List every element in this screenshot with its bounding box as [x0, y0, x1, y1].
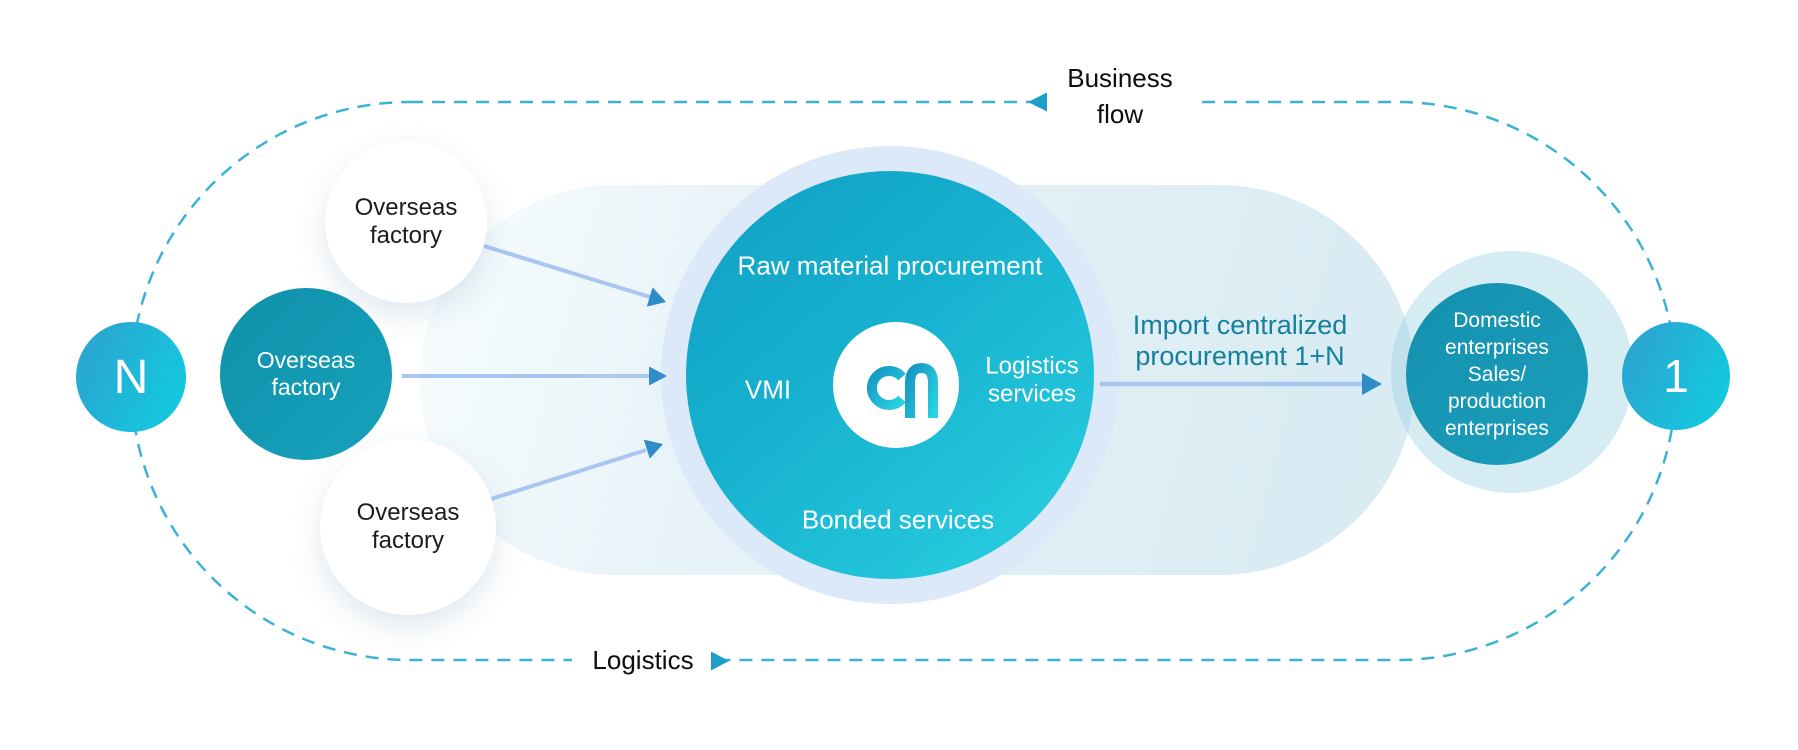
domestic-enterprises-label: Domestic enterprises Sales/ production e… [1445, 307, 1549, 442]
ea-logo-icon [867, 362, 938, 418]
business-flow-label: Business flow [1067, 63, 1173, 129]
ea-logo-badge [833, 322, 959, 448]
factory3-to-hub-arrowhead-icon [643, 439, 663, 459]
domestic-line-5: enterprises [1445, 416, 1549, 440]
domestic-line-1: Domestic [1453, 308, 1541, 332]
one-badge-label: 1 [1663, 350, 1689, 402]
business-flow-arrow-icon [1028, 92, 1047, 112]
business-flow-label-gap [1046, 88, 1200, 116]
logistics-arrow-icon [711, 651, 729, 671]
n-badge-label: N [113, 350, 149, 404]
one-badge: 1 [1622, 322, 1730, 430]
domestic-line-3: Sales/ [1467, 362, 1527, 386]
domestic-line-2: enterprises [1445, 335, 1549, 359]
factory3-to-hub-arrow-line [490, 448, 647, 501]
overseas-factory-middle: Overseas factory [220, 288, 392, 460]
factory2-to-hub-arrowhead-icon [649, 366, 667, 386]
factory1-to-hub-arrowhead-icon [646, 287, 666, 307]
domestic-line-4: production [1447, 389, 1547, 413]
import-procurement-label: Import centralized procurement 1+N [1132, 310, 1348, 371]
overseas-factory-bottom: Overseas factory [320, 439, 496, 615]
n-badge: N [76, 322, 186, 432]
hub-service-vmi: VMI [744, 374, 792, 405]
hub-service-logistics: Logistics services [985, 352, 1079, 408]
overseas-factory-middle-label: Overseas factory [256, 346, 356, 400]
logistics-label: Logistics [592, 645, 694, 675]
domestic-enterprises-circle: Domestic enterprises Sales/ production e… [1406, 283, 1588, 465]
hub-to-domestic-arrowhead-icon [1362, 373, 1382, 395]
overseas-factory-bottom-label: Overseas factory [356, 498, 460, 554]
logistics-label-gap [572, 644, 710, 674]
hub-service-raw-material: Raw material procurement [737, 250, 1043, 281]
factory1-to-hub-arrow-line [483, 244, 651, 299]
overseas-factory-top-label: Overseas factory [354, 193, 458, 249]
overseas-factory-top: Overseas factory [325, 141, 487, 303]
hub-service-bonded: Bonded services [801, 504, 995, 535]
